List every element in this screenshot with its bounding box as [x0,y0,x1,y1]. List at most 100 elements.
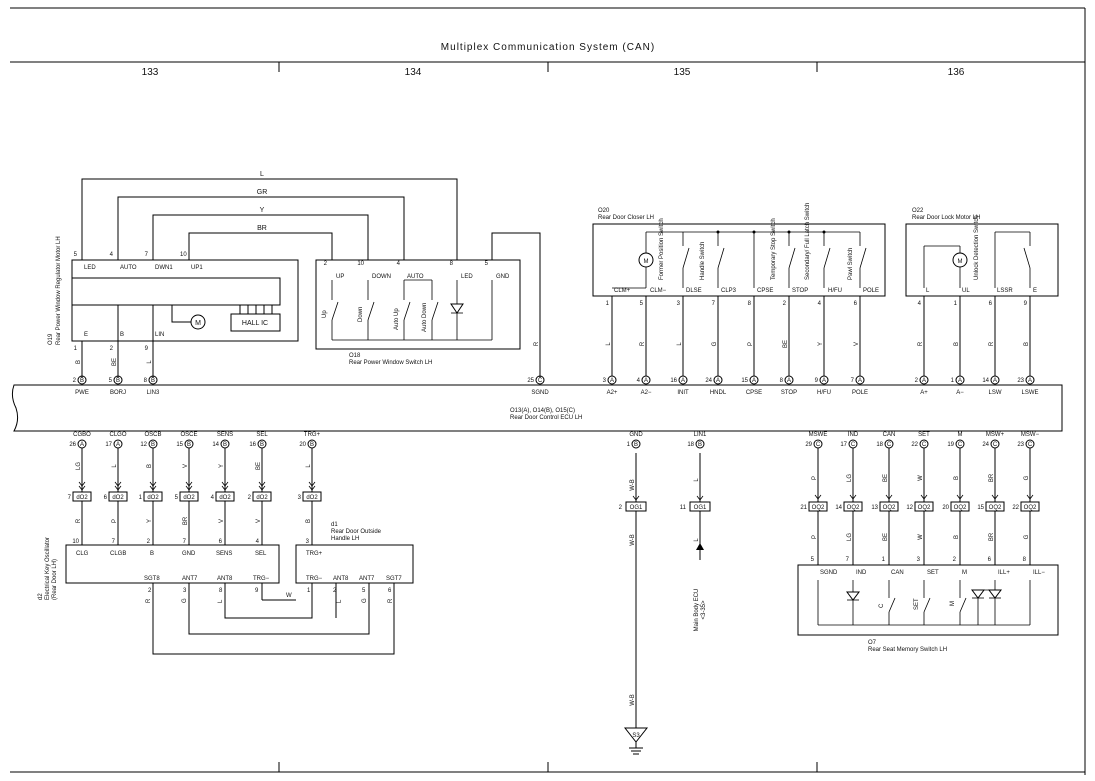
pin-number: 5 [362,588,366,594]
wire-color-label: BE [256,462,262,470]
pin-number: 18 [687,442,694,448]
ecu-box [11,384,1063,432]
pin-number: 7 [183,539,187,545]
pin-label: M [962,570,967,576]
connector-chevron [885,494,893,500]
wire-color-label: R [534,341,540,346]
switch-label: Handle Switch [700,242,706,280]
wire-color-label: BE [883,533,889,541]
switch-label: Up [322,310,328,318]
wire-color-label: BE [883,474,889,482]
wire-color-label: L [337,599,343,603]
pin-number: 5 [811,557,815,563]
pin-number: 7 [851,378,855,384]
connector-chevron [149,481,157,491]
wire-color-label: G [1024,475,1030,480]
ecu-connector-pin [919,375,929,385]
ecu-pin-label: CPSE [746,390,762,396]
pin-number: 6 [104,495,108,501]
ecu-pin-label: GND [629,432,643,438]
ecu-pin-label: LSWE [1021,390,1038,396]
pin-number: 9 [815,378,819,384]
pin-number: 4 [818,301,822,307]
pin-number: 14 [982,378,989,384]
wire-color-label: P [112,519,118,523]
o19-name-line: O19 [48,333,54,345]
o22-pin-labels: L UL LSSR E [926,288,1037,294]
connector-label: dO2 [219,495,231,501]
pin-number: 3 [917,557,921,563]
pin-number: 2 [73,378,77,384]
d1-component-name: d1 [331,522,338,528]
pin-label: ANT8 [217,576,233,582]
pin-label: DLSE [686,288,702,294]
ecu-connector-pin [77,375,87,385]
pin-number: 2 [148,588,152,594]
ecu-connector-pin [749,375,759,385]
pin-number: 10 [180,252,187,258]
pin-label: LSSR [997,288,1013,294]
switch-label: Auto Up [394,308,400,330]
connector-letter: B [223,442,227,448]
d2-pin-labels: CLG CLGB B GND SENS SEL SGT8 ANT7 ANT8 T… [76,551,292,603]
pin-number: 12 [140,442,147,448]
section-number: 133 [142,67,159,78]
og1-junction [623,453,704,755]
wire-color-label: Y [818,342,824,346]
svg-text:M: M [958,259,963,265]
pin-label: CLM+ [614,288,631,294]
ecu-connector-pin [678,375,688,385]
pin-label: LED [84,265,96,271]
o20-component-desc: Rear Door Closer LH [598,215,654,221]
svg-text:M: M [644,259,649,265]
pin-number: 6 [988,557,992,563]
wire-color-label: W [918,534,924,540]
pin-number: 7 [712,301,716,307]
wire-color-label: L [306,464,312,468]
pin-number: 1 [627,442,631,448]
ecu-pin-label: INIT [677,390,689,396]
pin-label: CLG [76,551,89,557]
pin-number: 4 [637,378,641,384]
connector-letter: A [116,442,120,448]
pin-number: 1 [307,588,311,594]
pin-number: 9 [1024,301,1028,307]
o19-window-motor: M HALL IC [71,255,299,378]
switch-label: Unlock Detection Switch [974,215,980,280]
ecu-pin-label: CAN [883,432,896,438]
pin-number: 4 [256,539,260,545]
wire-color-label: LG [76,462,82,470]
pin-label: CAN [891,570,904,576]
pin-number: 2 [147,539,151,545]
connector-letter: C [922,442,927,448]
pin-number: 8 [144,378,148,384]
ecu-pin-label: CLGO [109,432,126,438]
connector-letter: A [610,378,614,384]
connector-label: OQ2 [812,505,825,511]
pin-number: 17 [105,442,112,448]
pin-label: TRG− [253,576,270,582]
wire-color-label: B [954,342,960,346]
pin-number: 2 [333,588,337,594]
pin-number: 15 [977,505,984,511]
hall-ic-label: HALL IC [242,320,268,327]
switch-label: M [950,601,956,606]
ecu-name: O13(A), O14(B), O15(C) [510,408,575,414]
pin-number: 1 [74,346,78,352]
wire-color-label: BE [783,340,789,348]
ecu-pin-label: POLE [852,390,868,396]
connector-letter: C [851,442,856,448]
wire-color-label: R [76,518,82,523]
pin-label: CLM− [650,288,667,294]
ecu-connector-pin [607,375,617,385]
pin-label: SGND [820,570,838,576]
connector-letter: A [958,378,962,384]
pin-number: 6 [989,301,993,307]
pin-number: 2 [619,505,623,511]
ecu-pin-label: SGND [531,390,549,396]
pin-label: ILL− [1033,570,1045,576]
d2-component-name: d2 [38,593,44,600]
connector-letter: C [887,442,892,448]
pin-number: 13 [871,505,878,511]
